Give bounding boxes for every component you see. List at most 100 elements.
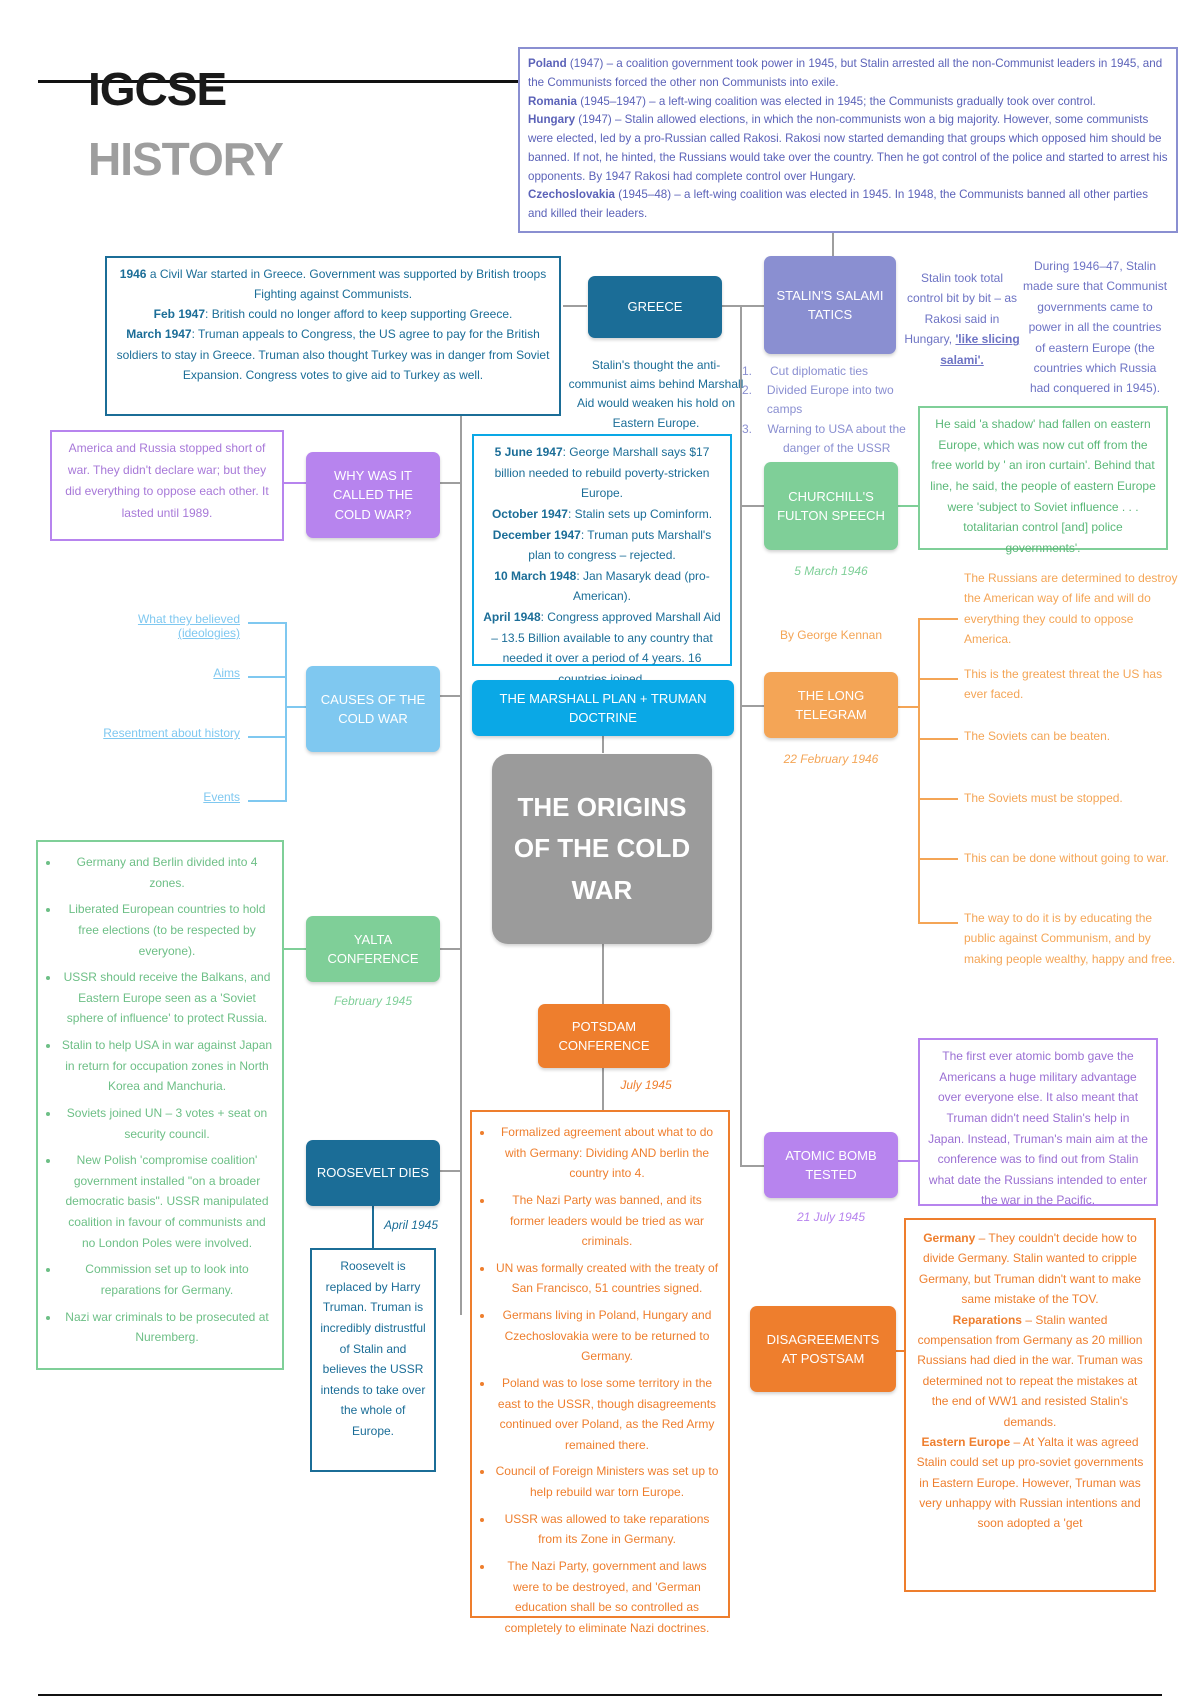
salami-right-text: During 1946–47, Stalin made sure that Co… (1022, 259, 1168, 396)
potsdam-item-8: The Nazi Party, government and laws were… (494, 1556, 720, 1639)
salami-quote: 'like slicing salami'. (940, 332, 1020, 367)
czech-heading: Czechoslovakia (528, 188, 615, 202)
header-title-igcse: IGCSE (88, 63, 227, 115)
yalta-date: February 1945 (333, 994, 413, 1008)
marshall-plan-node[interactable]: THE MARSHALL PLAN + TRUMAN DOCTRINE (472, 680, 734, 736)
telegram-bracket (918, 618, 920, 924)
causes-tick-3 (248, 736, 286, 738)
conn-telegram (740, 705, 766, 707)
causes-tick-2 (248, 676, 286, 678)
romania-heading: Romania (528, 94, 577, 108)
greece-1946: 1946 (119, 267, 147, 281)
greece-node[interactable]: GREECE (588, 276, 722, 338)
roosevelt-details-box: Roosevelt is replaced by Harry Truman. T… (310, 1248, 436, 1472)
causes-node[interactable]: CAUSES OF THE COLD WAR (306, 666, 440, 752)
conn-atomic (740, 1165, 766, 1167)
poland-text: (1947) – a coalition government took pow… (528, 57, 1163, 89)
marshall-e4-date: 10 March 1948 (494, 568, 577, 583)
conn-yalta-box (284, 948, 306, 950)
greece-p2: : British could no longer afford to keep… (205, 307, 513, 322)
yalta-item-2: Liberated European countries to hold fre… (60, 899, 274, 961)
potsdam-node[interactable]: POTSDAM CONFERENCE (538, 1004, 670, 1068)
salami-tactics-node[interactable]: STALIN'S SALAMI TATICS (764, 256, 896, 354)
potsdam-item-6: Council of Foreign Ministers was set up … (494, 1461, 720, 1502)
telegram-tick-4 (918, 798, 958, 800)
marshall-e5: : Congress approved Marshall Aid – 13.5 … (491, 610, 721, 686)
potsdam-item-1: Formalized agreement about what to do wi… (494, 1122, 720, 1184)
atomic-bomb-node[interactable]: ATOMIC BOMB TESTED (764, 1132, 898, 1198)
telegram-point-1: The Russians are determined to destroy t… (964, 571, 1178, 647)
footer-line (38, 1694, 1162, 1696)
fulton-speech-node[interactable]: CHURCHILL'S FULTON SPEECH (764, 462, 898, 550)
telegram-date: 22 February 1946 (783, 752, 879, 766)
salami-item-3-text: Warning to USA about the danger of the U… (767, 421, 906, 455)
conn-disagree-box (894, 1350, 904, 1352)
yalta-item-4: Stalin to help USA in war against Japan … (60, 1035, 274, 1097)
why-cold-war-node[interactable]: WHY WAS IT CALLED THE COLD WAR? (306, 452, 440, 538)
potsdam-item-4: Germans living in Poland, Hungary and Cz… (494, 1305, 720, 1367)
causes-tick-1 (248, 622, 286, 624)
disagree-germany-h: Germany (923, 1231, 976, 1245)
yalta-details-box: Germany and Berlin divided into 4 zones.… (36, 840, 284, 1370)
long-telegram-node[interactable]: THE LONG TELEGRAM (764, 672, 898, 738)
header-title-history: HISTORY (88, 133, 284, 185)
telegram-point-5: This can be done without going to war. (964, 851, 1169, 865)
telegram-tick-1 (918, 618, 958, 620)
yalta-list: Germany and Berlin divided into 4 zones.… (44, 852, 274, 1348)
yalta-item-1: Germany and Berlin divided into 4 zones. (60, 852, 274, 893)
salami-side-body: Stalin took total control bit by bit – a… (904, 271, 1018, 347)
potsdam-list: Formalized agreement about what to do wi… (478, 1122, 720, 1638)
greece-p3: : Truman appeals to Congress, the US agr… (116, 327, 550, 382)
czech-text: (1945–48) – a left-wing coalition was el… (528, 188, 1148, 221)
cause-item-ideologies: What they believed (ideologies) (137, 612, 240, 640)
marshall-e3: : Truman puts Marshall's plan to congres… (528, 527, 712, 563)
marshall-e2: : Stalin sets up Cominform. (567, 506, 713, 521)
potsdam-item-7: USSR was allowed to take reparations fro… (494, 1509, 720, 1550)
salami-list-item-3: 3.Warning to USA about the danger of the… (742, 420, 914, 458)
marshall-e4: : Jan Masaryk dead (pro-American). (572, 568, 710, 604)
cause-item-aims: Aims (213, 666, 240, 680)
potsdam-details-box: Formalized agreement about what to do wi… (470, 1110, 730, 1635)
marshall-details-box: 5 June 1947: George Marshall says $17 bi… (472, 434, 732, 686)
salami-item-1-text: Cut diplomatic ties (770, 364, 869, 378)
marshall-e3-date: December 1947 (492, 527, 581, 542)
salami-list-item-1: 1.Cut diplomatic ties (742, 362, 914, 381)
conn-causes (438, 695, 462, 697)
potsdam-item-5: Poland was to lose some territory in the… (494, 1373, 720, 1456)
marshall-e1-date: 5 June 1947 (494, 445, 563, 459)
telegram-tick-3 (918, 738, 958, 740)
atomic-details-box: The first ever atomic bomb gave the Amer… (918, 1038, 1158, 1207)
disagreements-node[interactable]: DISAGREEMENTS AT POSTSAM (750, 1306, 896, 1392)
yalta-node[interactable]: YALTA CONFERENCE (306, 916, 440, 982)
disagree-reparations-h: Reparations (952, 1312, 1022, 1327)
causes-tick-4 (248, 800, 286, 802)
central-topic-node[interactable]: THE ORIGINS OF THE COLD WAR (492, 754, 712, 944)
telegram-point-4: The Soviets must be stopped. (964, 791, 1123, 805)
telegram-tick-5 (918, 858, 958, 860)
trunk-left (460, 305, 462, 1315)
roosevelt-dies-node[interactable]: ROOSEVELT DIES (306, 1140, 440, 1206)
telegram-author: By George Kennan (779, 628, 883, 642)
disagreements-details-box: Germany – They couldn't decide how to di… (904, 1218, 1156, 1592)
greece-details-box: 1946 a Civil War started in Greece. Gove… (105, 256, 561, 416)
potsdam-date: July 1945 (620, 1078, 672, 1092)
cause-item-resentment: Resentment about history (103, 726, 240, 740)
conn-salami-topbox (832, 232, 834, 256)
cause-item-events: Events (203, 790, 240, 804)
conn-cold (438, 482, 462, 484)
hungary-heading: Hungary (528, 113, 576, 127)
telegram-point-2: This is the greatest threat the US has e… (964, 667, 1163, 702)
marshall-e5-date: April 1948 (483, 610, 541, 624)
telegram-tick-2 (918, 678, 958, 680)
disagree-reparations: – Stalin wanted compensation from German… (917, 1312, 1143, 1429)
disagree-eastern: – At Yalta it was agreed Stalin could se… (916, 1434, 1144, 1531)
romania-text: (1945–1947) – a left-wing coalition was … (576, 94, 1096, 108)
conn-yalta (438, 948, 462, 950)
fulton-quote-box: He said 'a shadow' had fallen on eastern… (918, 406, 1168, 555)
conn-center-marshall (602, 733, 604, 753)
conn-greece-box (563, 305, 587, 307)
telegram-tick-node (898, 706, 918, 708)
yalta-item-8: Nazi war criminals to be prosecuted at N… (60, 1307, 274, 1348)
conn-roosevelt (438, 1170, 462, 1172)
cold-war-name-box: America and Russia stopped short of war.… (50, 430, 284, 541)
